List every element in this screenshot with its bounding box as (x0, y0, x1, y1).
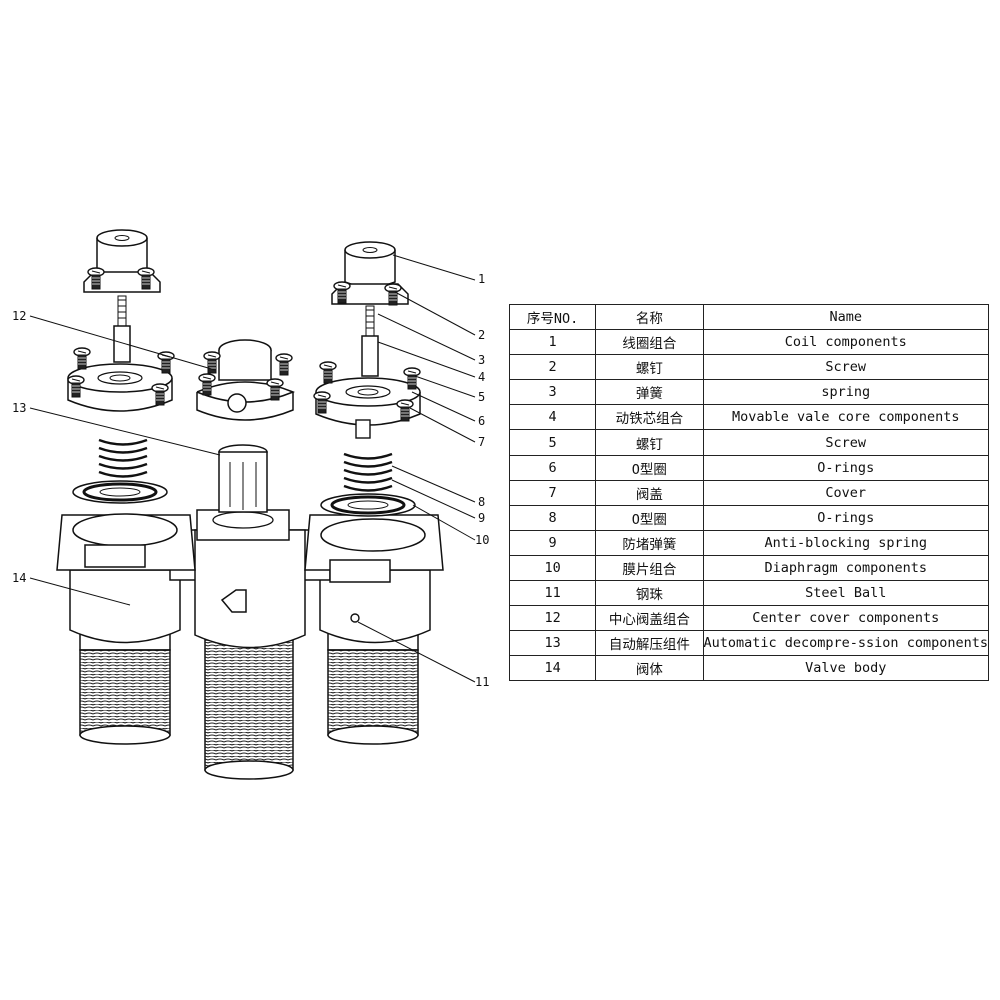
header-chinese-name: 名称 (595, 303, 704, 331)
cell-name: Coil components (702, 329, 989, 356)
table-row: 3 弹簧 spring (508, 379, 989, 406)
parts-list-table: 序号NO. 名称 Name 1 线圈组合 Coil components 2 螺… (508, 303, 989, 682)
callout-9: 9 (478, 511, 485, 525)
cell-name: Movable vale core components (702, 404, 989, 431)
cell-no: 13 (508, 630, 597, 657)
cell-name: spring (702, 379, 989, 406)
callout-10: 10 (475, 533, 489, 547)
cell-no: 14 (508, 655, 597, 682)
cell-name: Screw (702, 354, 989, 381)
cell-chinese-name: 螺钉 (595, 354, 704, 381)
callout-12: 12 (12, 309, 26, 323)
table-header-row: 序号NO. 名称 Name (508, 303, 989, 331)
cell-name: O-rings (702, 504, 989, 531)
cell-name: Screw (702, 429, 989, 456)
callout-1: 1 (478, 272, 485, 286)
callout-3: 3 (478, 353, 485, 367)
cell-no: 6 (508, 454, 597, 481)
table-row: 12 中心阀盖组合 Center cover components (508, 605, 989, 632)
table-row: 14 阀体 Valve body (508, 655, 989, 682)
table-row: 6 O型圈 O-rings (508, 454, 989, 481)
cell-name: Cover (702, 479, 989, 506)
cell-name: Center cover components (702, 605, 989, 632)
cell-no: 11 (508, 580, 597, 607)
cell-no: 12 (508, 605, 597, 632)
cell-chinese-name: 中心阀盖组合 (595, 605, 704, 632)
table-row: 13 自动解压组件 Automatic decompre-ssion compo… (508, 630, 989, 657)
header-no: 序号NO. (508, 303, 597, 331)
cell-name: Anti-blocking spring (702, 529, 989, 556)
cell-chinese-name: 防堵弹簧 (595, 529, 704, 556)
table-row: 9 防堵弹簧 Anti-blocking spring (508, 529, 989, 556)
cell-name: Valve body (702, 655, 989, 682)
cell-name: Steel Ball (702, 580, 989, 607)
cell-chinese-name: 弹簧 (595, 379, 704, 406)
right-solenoid-stack (313, 241, 421, 518)
callout-11: 11 (475, 675, 489, 689)
cell-no: 1 (508, 329, 597, 356)
table-row: 1 线圈组合 Coil components (508, 329, 989, 356)
cell-chinese-name: 钢珠 (595, 580, 704, 607)
table-row: 10 膜片组合 Diaphragm components (508, 554, 989, 582)
header-name: Name (702, 303, 989, 331)
exploded-valve-diagram: 1 2 3 4 5 6 7 8 9 10 11 12 13 14 (12, 229, 489, 780)
cell-no: 3 (508, 379, 597, 406)
cell-no: 10 (508, 554, 597, 582)
left-solenoid-stack (67, 229, 175, 505)
callout-5: 5 (478, 390, 485, 404)
cell-chinese-name: 自动解压组件 (595, 630, 704, 657)
cell-chinese-name: O型圈 (595, 454, 704, 481)
cell-name: Diaphragm components (702, 554, 989, 582)
cell-chinese-name: 阀体 (595, 655, 704, 682)
center-cover-stack (196, 339, 295, 513)
table-row: 2 螺钉 Screw (508, 354, 989, 381)
cell-chinese-name: 螺钉 (595, 429, 704, 456)
callout-13: 13 (12, 401, 26, 415)
cell-no: 2 (508, 354, 597, 381)
table-row: 5 螺钉 Screw (508, 429, 989, 456)
callout-6: 6 (478, 414, 485, 428)
cell-no: 9 (508, 529, 597, 556)
table-row: 8 O型圈 O-rings (508, 504, 989, 531)
cell-name: O-rings (702, 454, 989, 481)
cell-chinese-name: 阀盖 (595, 479, 704, 506)
callout-14: 14 (12, 571, 26, 585)
cell-chinese-name: 动铁芯组合 (595, 404, 704, 431)
table-row: 4 动铁芯组合 Movable vale core components (508, 404, 989, 431)
cell-chinese-name: O型圈 (595, 504, 704, 531)
valve-body (56, 509, 444, 780)
table-row: 7 阀盖 Cover (508, 479, 989, 506)
table-row: 11 钢珠 Steel Ball (508, 580, 989, 607)
callout-7: 7 (478, 435, 485, 449)
cell-chinese-name: 线圈组合 (595, 329, 704, 356)
cell-no: 5 (508, 429, 597, 456)
callout-4: 4 (478, 370, 485, 384)
callout-numbers: 1 2 3 4 5 6 7 8 9 10 11 12 13 14 (12, 272, 489, 689)
cell-no: 8 (508, 504, 597, 531)
leader-lines (29, 254, 476, 683)
cell-chinese-name: 膜片组合 (595, 554, 704, 582)
cell-no: 7 (508, 479, 597, 506)
callout-8: 8 (478, 495, 485, 509)
cell-name: Automatic decompre-ssion components (702, 630, 989, 657)
cell-no: 4 (508, 404, 597, 431)
callout-2: 2 (478, 328, 485, 342)
